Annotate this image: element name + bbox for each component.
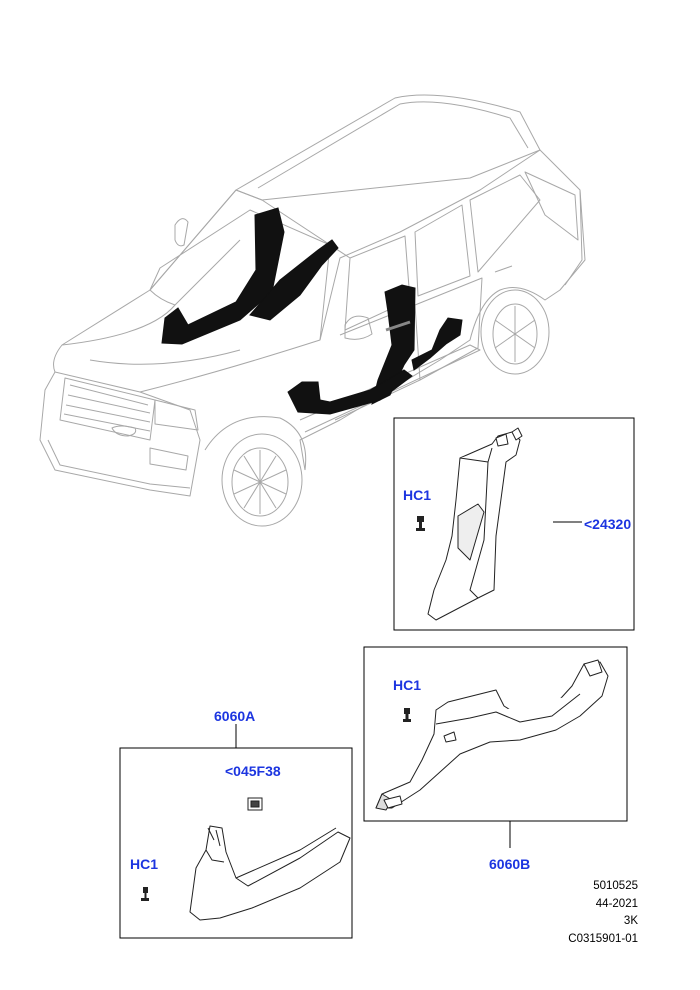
sill-detail-line xyxy=(385,320,411,332)
highlighted-trim-parts xyxy=(161,207,463,415)
front-sill-fastener-label[interactable]: HC1 xyxy=(130,856,159,872)
front-sill-clip-label[interactable]: <045F38 xyxy=(225,763,281,779)
b-pillar-fastener-label[interactable]: HC1 xyxy=(403,487,432,503)
b-pillar-detail-box xyxy=(393,417,635,631)
b-pillar-trim-vehicle xyxy=(371,284,416,405)
front-sill-group-label[interactable]: 6060A xyxy=(214,708,256,724)
rear-sill-detail-box xyxy=(363,646,628,822)
reference-line-1: 5010525 xyxy=(593,880,638,892)
a-pillar-trim-left xyxy=(161,207,285,345)
rear-sill-trim-part xyxy=(375,659,609,811)
front-sill-fastener-icon xyxy=(141,887,149,901)
a-pillar-trim-right xyxy=(249,239,339,321)
b-pillar-fastener-icon xyxy=(416,516,425,531)
reference-line-4: C0315901-01 xyxy=(568,932,638,945)
rear-sill-trim-vehicle xyxy=(411,317,463,371)
b-pillar-reference-label[interactable]: <24320 xyxy=(584,516,632,532)
front-sill-trim-vehicle xyxy=(287,369,413,415)
reference-line-3: 3K xyxy=(623,915,638,927)
front-sill-trim-part xyxy=(189,825,351,921)
rear-sill-fastener-icon xyxy=(403,708,411,722)
diagram-reference-block: 5010525 44-2021 3K C0315901-01 xyxy=(568,878,638,948)
rear-sill-group-label[interactable]: 6060B xyxy=(489,856,531,872)
rear-sill-fastener-label[interactable]: HC1 xyxy=(393,677,422,693)
b-pillar-trim-part xyxy=(427,427,523,621)
reference-line-2: 44-2021 xyxy=(595,897,638,910)
front-sill-clip-icon xyxy=(247,797,263,811)
